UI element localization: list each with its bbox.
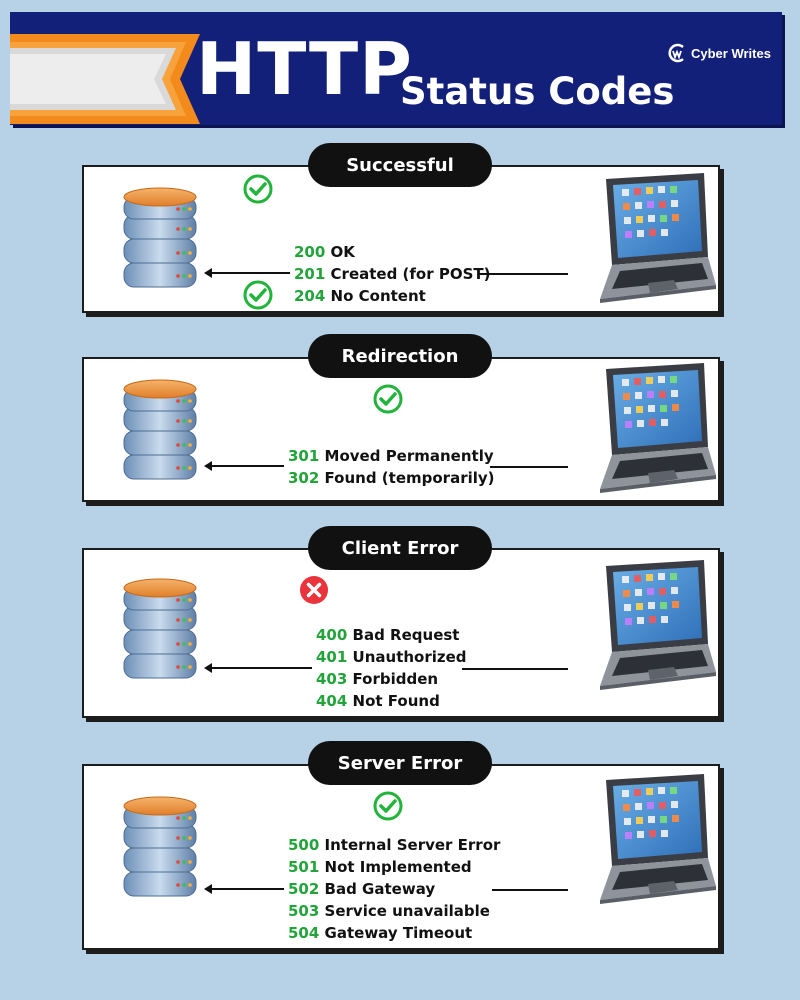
section-label-redirection: Redirection xyxy=(308,334,492,378)
laptop-icon xyxy=(600,173,716,303)
status-code-row: 502 Bad Gateway xyxy=(288,880,436,898)
status-code-row: 500 Internal Server Error xyxy=(288,836,501,854)
status-code-row: 200 OK xyxy=(294,243,355,261)
response-arrow xyxy=(204,267,290,279)
request-line xyxy=(462,668,568,670)
status-code-list: 200 OK 201 Created (for POST) 204 No Con… xyxy=(294,241,491,307)
response-arrow xyxy=(204,883,284,895)
server-icon xyxy=(123,578,197,679)
cyber-writes-logo-icon xyxy=(668,43,684,63)
status-code-row: 504 Gateway Timeout xyxy=(288,924,473,942)
status-code-row: 503 Service unavailable xyxy=(288,902,490,920)
status-code-row: 204 No Content xyxy=(294,287,426,305)
panel-redirection: 301 Moved Permanently 302 Found (tempora… xyxy=(82,357,720,502)
check-icon xyxy=(243,280,273,310)
status-code-row: 401 Unauthorized xyxy=(316,648,467,666)
status-code-row: 400 Bad Request xyxy=(316,626,460,644)
status-code-row: 302 Found (temporarily) xyxy=(288,469,495,487)
request-line xyxy=(478,273,568,275)
laptop-icon xyxy=(600,560,716,690)
status-code-row: 301 Moved Permanently xyxy=(288,447,494,465)
check-icon xyxy=(373,384,403,414)
server-icon xyxy=(123,187,197,288)
laptop-icon xyxy=(600,774,716,904)
request-line xyxy=(490,466,568,468)
status-code-list: 500 Internal Server Error 501 Not Implem… xyxy=(288,834,500,944)
response-arrow xyxy=(204,662,312,674)
status-code-row: 501 Not Implemented xyxy=(288,858,472,876)
title-status-codes: Status Codes xyxy=(400,70,675,113)
response-arrow xyxy=(204,460,284,472)
status-code-list: 301 Moved Permanently 302 Found (tempora… xyxy=(288,445,495,489)
panel-client-error: 400 Bad Request 401 Unauthorized 403 For… xyxy=(82,548,720,718)
request-line xyxy=(492,889,568,891)
title-http: HTTP xyxy=(196,27,413,111)
status-code-row: 404 Not Found xyxy=(316,692,440,710)
section-label-client-error: Client Error xyxy=(308,526,492,570)
section-label-server-error: Server Error xyxy=(308,741,492,785)
error-x-icon xyxy=(300,576,328,604)
server-icon xyxy=(123,379,197,480)
panel-successful: 200 OK 201 Created (for POST) 204 No Con… xyxy=(82,165,720,313)
brand-name: Cyber Writes xyxy=(691,45,771,61)
server-icon xyxy=(123,796,197,897)
check-icon xyxy=(243,174,273,204)
laptop-icon xyxy=(600,363,716,493)
status-code-list: 400 Bad Request 401 Unauthorized 403 For… xyxy=(316,624,467,712)
header-banner: HTTP Status Codes Cyber Writes xyxy=(10,12,782,125)
status-code-row: 201 Created (for POST) xyxy=(294,265,491,283)
check-icon xyxy=(373,791,403,821)
section-label-successful: Successful xyxy=(308,143,492,187)
panel-server-error: 500 Internal Server Error 501 Not Implem… xyxy=(82,764,720,950)
status-code-row: 403 Forbidden xyxy=(316,670,439,688)
ribbon-graphic xyxy=(10,34,200,124)
brand-logo: Cyber Writes xyxy=(666,42,771,64)
